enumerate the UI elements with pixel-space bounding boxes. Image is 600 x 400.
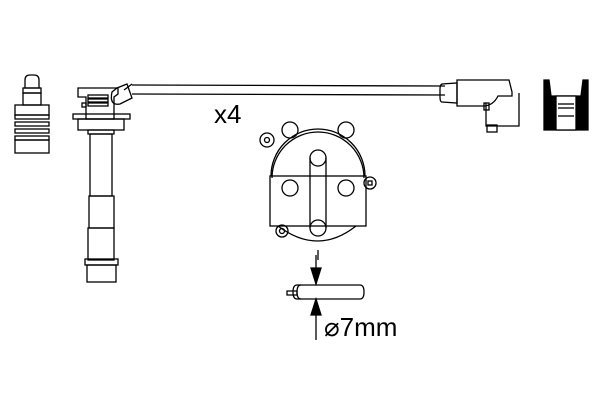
terminal-adapter-icon: [14, 74, 50, 154]
diameter-label: ⌀7mm: [324, 312, 398, 342]
quantity-label: x4: [214, 99, 242, 129]
cable-dimension-icon: [286, 255, 365, 340]
ignition-cable-icon: [131, 84, 446, 96]
plug-boot-icon: [72, 83, 133, 283]
angled-connector-icon: [439, 79, 520, 133]
protective-cap-icon: [543, 79, 589, 131]
distributor-cap-icon: [259, 121, 377, 260]
